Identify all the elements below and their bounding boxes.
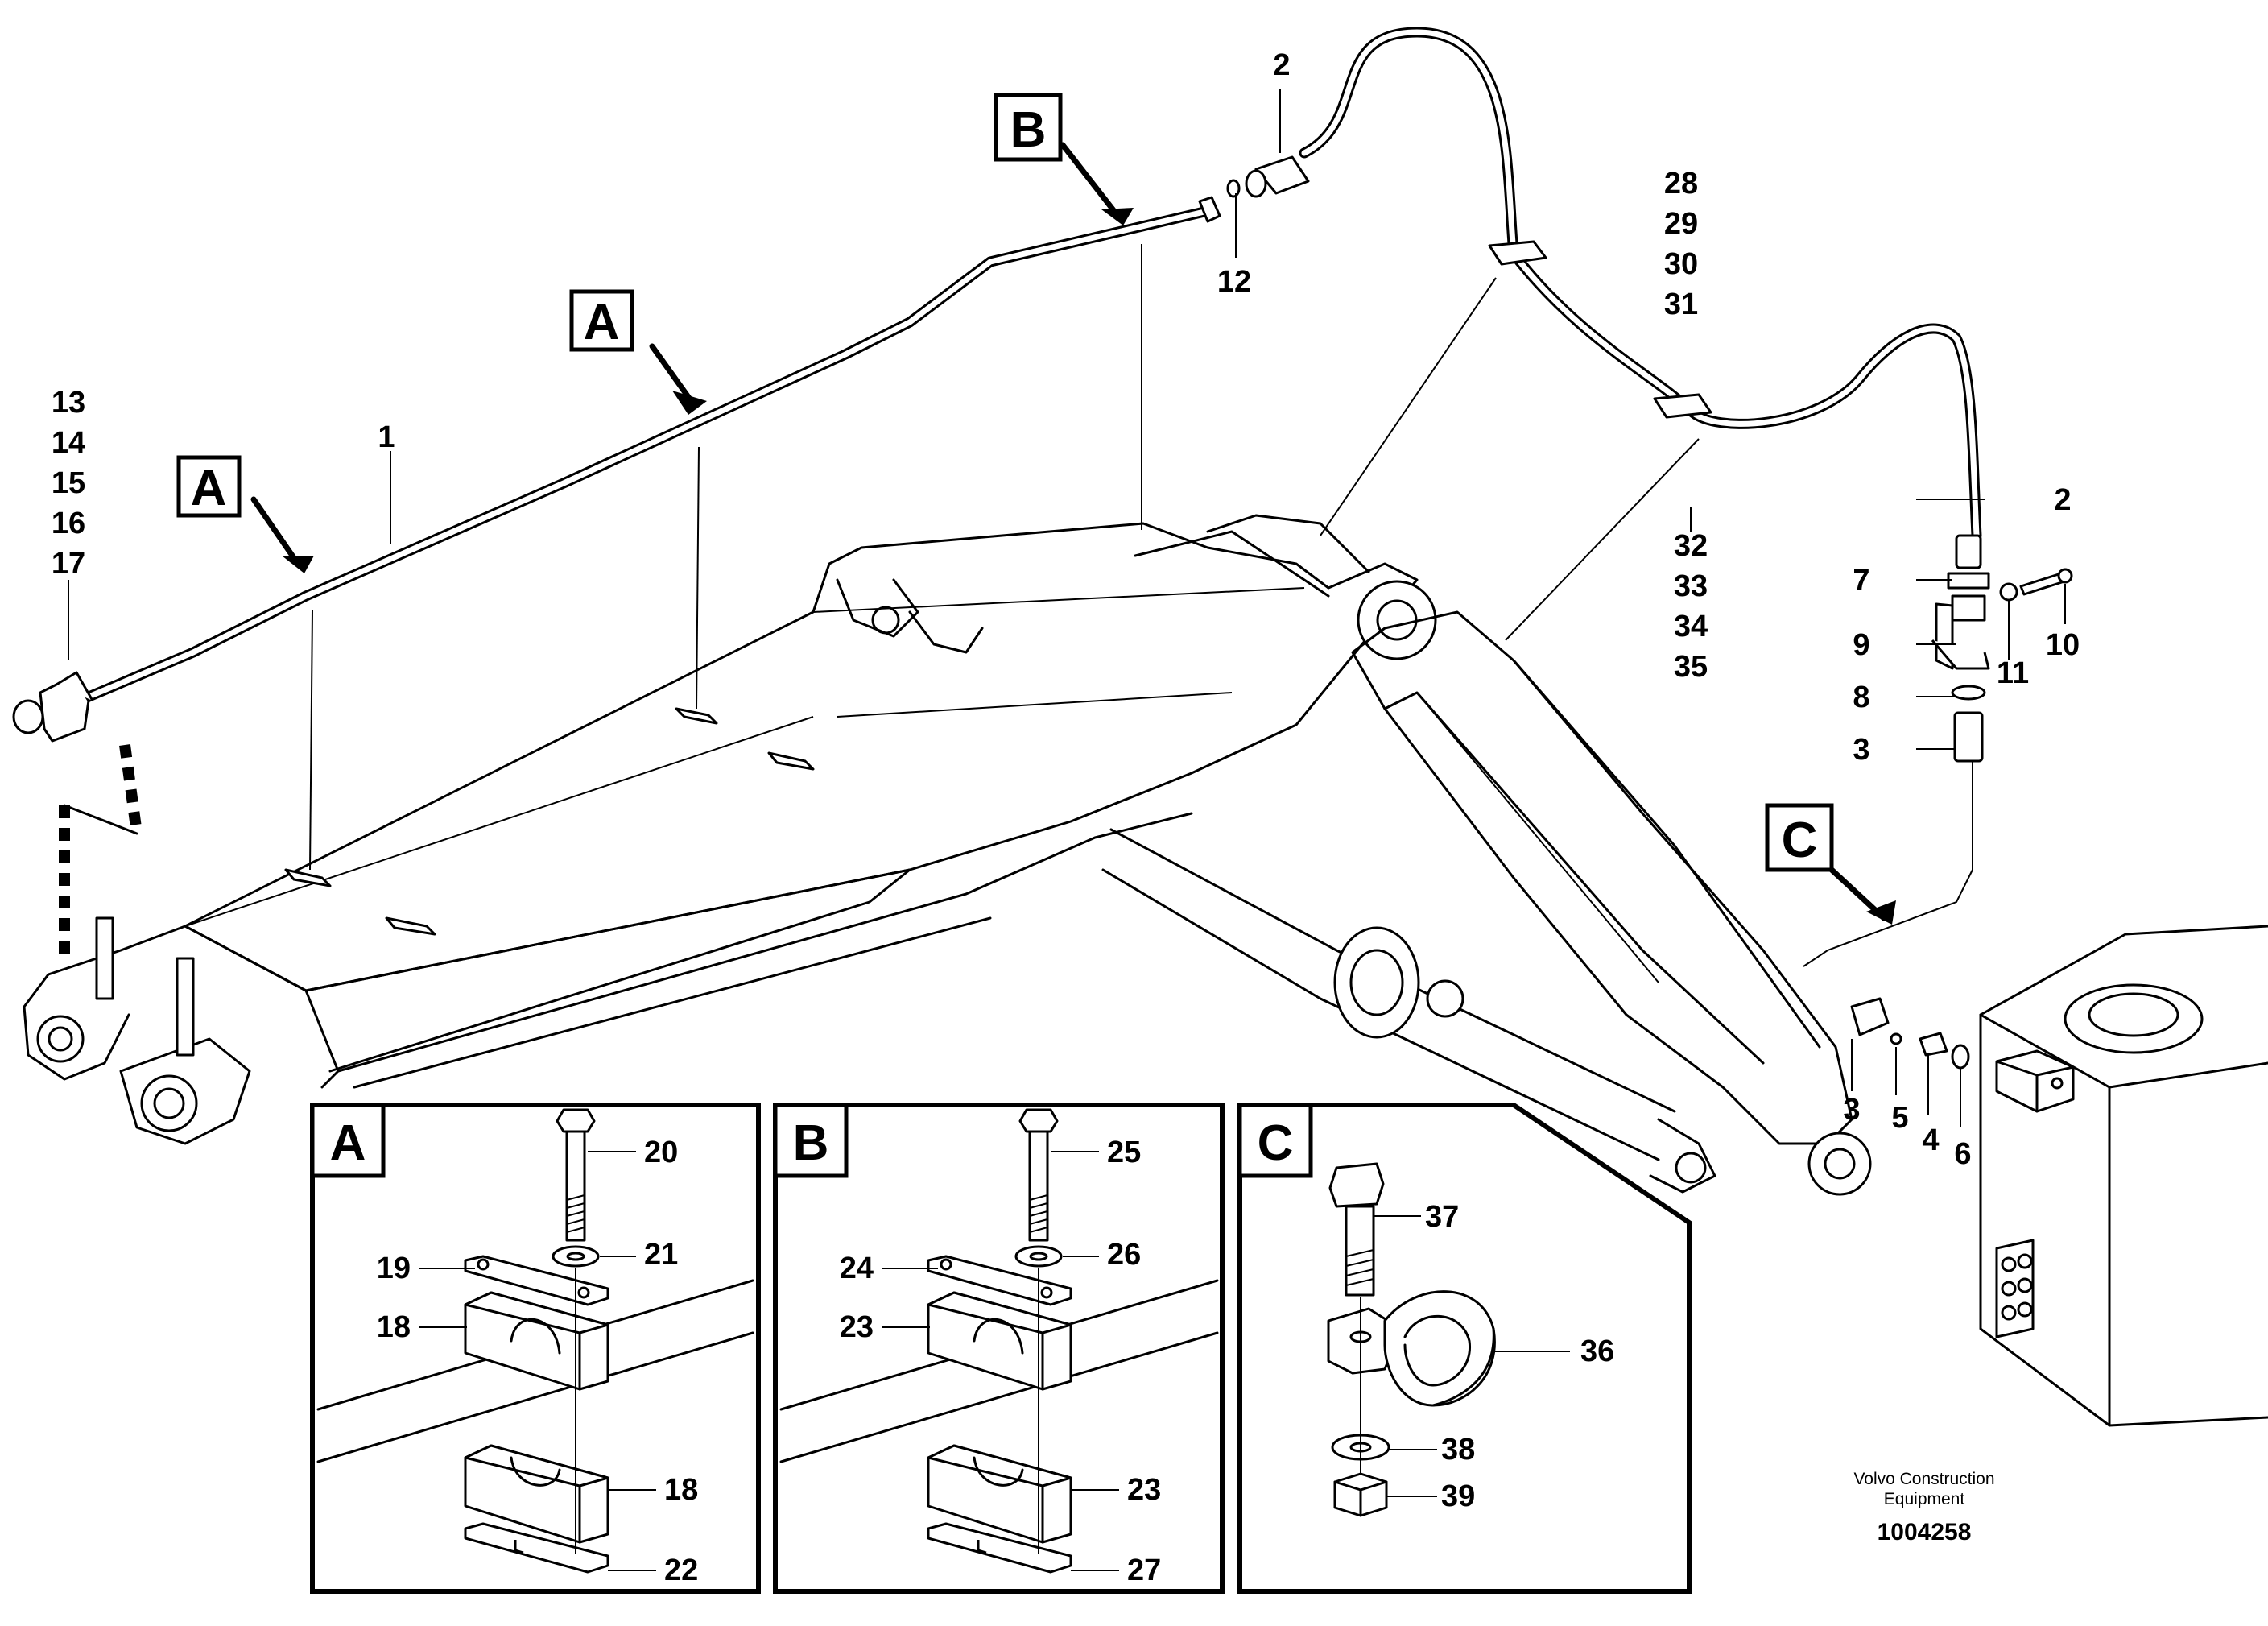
detail-b-callout-clamp-lower: 23 bbox=[1127, 1473, 1161, 1507]
detail-c-callout-bolt: 37 bbox=[1425, 1200, 1459, 1234]
hazard-marker bbox=[59, 744, 195, 1057]
callout-12: 12 bbox=[1217, 265, 1251, 299]
callout-28: 28 bbox=[1664, 167, 1698, 201]
detail-panel-b: B 25 26 24 23 23 27 bbox=[773, 1103, 1225, 1594]
figure-number: 1004258 bbox=[1878, 1519, 1972, 1545]
callout-30: 30 bbox=[1664, 247, 1698, 281]
callout-29: 29 bbox=[1664, 207, 1698, 241]
callout-16: 16 bbox=[52, 507, 85, 540]
main-callouts: 1 2 12 13 14 15 16 17 28 29 30 31 32 33 … bbox=[52, 48, 2080, 1171]
detail-c-callout-nut: 39 bbox=[1441, 1479, 1475, 1513]
detail-b-callout-bolt: 25 bbox=[1107, 1136, 1141, 1169]
callout-34: 34 bbox=[1674, 610, 1708, 643]
callout-3-lower: 3 bbox=[1843, 1093, 1860, 1127]
detail-a-callout-clamp-lower: 18 bbox=[664, 1473, 698, 1507]
detail-panel-a: A 20 21 bbox=[310, 1103, 761, 1594]
section-marker-b-label: B bbox=[1010, 102, 1047, 158]
detail-a-title: A bbox=[330, 1115, 366, 1171]
callout-32: 32 bbox=[1674, 529, 1708, 563]
pipe-clips bbox=[284, 707, 815, 936]
callout-2-upper: 2 bbox=[1273, 48, 1290, 82]
callout-1: 1 bbox=[378, 420, 395, 454]
callout-6: 6 bbox=[1954, 1137, 1971, 1171]
callout-9: 9 bbox=[1853, 628, 1869, 662]
section-marker-c-label: C bbox=[1782, 813, 1818, 868]
publisher-line-1: Volvo Construction bbox=[1853, 1470, 1994, 1488]
detail-a-callout-washer: 21 bbox=[644, 1238, 678, 1272]
detail-b-callout-plate: 24 bbox=[840, 1252, 874, 1285]
publisher-line-2: Equipment bbox=[1884, 1490, 1965, 1508]
callout-15: 15 bbox=[52, 466, 85, 500]
hydraulic-tank bbox=[1979, 925, 2268, 1427]
rigid-tube bbox=[12, 196, 1221, 743]
figure-credit: Volvo Construction Equipment 1004258 bbox=[1853, 1470, 1994, 1545]
boom-structure bbox=[23, 514, 1872, 1196]
flexible-hose bbox=[1226, 27, 1982, 541]
callout-33: 33 bbox=[1674, 569, 1708, 603]
callout-17: 17 bbox=[52, 547, 85, 581]
callout-3-upper: 3 bbox=[1853, 733, 1869, 767]
callout-7: 7 bbox=[1853, 564, 1869, 598]
detail-b-callout-washer: 26 bbox=[1107, 1238, 1141, 1272]
section-marker-a-lower: A bbox=[176, 455, 314, 573]
detail-a-callout-bolt: 20 bbox=[644, 1136, 678, 1169]
detail-a-callout-base-plate: 22 bbox=[664, 1554, 698, 1587]
detail-a-callout-clamp-upper: 18 bbox=[377, 1310, 411, 1344]
callout-2-lower: 2 bbox=[2054, 483, 2071, 517]
callout-35: 35 bbox=[1674, 650, 1708, 684]
callout-5: 5 bbox=[1891, 1101, 1908, 1135]
section-marker-c: C bbox=[1765, 803, 1896, 925]
callout-11: 11 bbox=[1997, 656, 2029, 690]
callout-10: 10 bbox=[2046, 628, 2080, 662]
section-marker-a-lower-label: A bbox=[191, 461, 227, 516]
section-marker-a-upper-label: A bbox=[584, 295, 620, 350]
callout-31: 31 bbox=[1664, 288, 1698, 321]
callout-13: 13 bbox=[52, 386, 85, 420]
detail-c-title: C bbox=[1258, 1115, 1294, 1171]
clip-hangers bbox=[309, 244, 1973, 967]
callout-4: 4 bbox=[1922, 1123, 1939, 1157]
section-marker-a-upper: A bbox=[569, 289, 707, 415]
section-marker-b: B bbox=[994, 93, 1134, 225]
fittings-group bbox=[1850, 534, 2073, 1070]
leader-lines bbox=[68, 89, 2066, 1127]
detail-b-callout-clamp-upper: 23 bbox=[840, 1310, 874, 1344]
callout-14: 14 bbox=[52, 426, 85, 460]
detail-c-callout-washer: 38 bbox=[1441, 1433, 1475, 1467]
detail-panel-c: C 37 36 38 39 bbox=[1237, 1103, 1692, 1594]
detail-b-title: B bbox=[793, 1115, 829, 1171]
detail-c-callout-clamp: 36 bbox=[1580, 1334, 1614, 1368]
detail-a-callout-plate: 19 bbox=[377, 1252, 411, 1285]
callout-8: 8 bbox=[1853, 681, 1869, 714]
detail-b-callout-base-plate: 27 bbox=[1127, 1554, 1161, 1587]
